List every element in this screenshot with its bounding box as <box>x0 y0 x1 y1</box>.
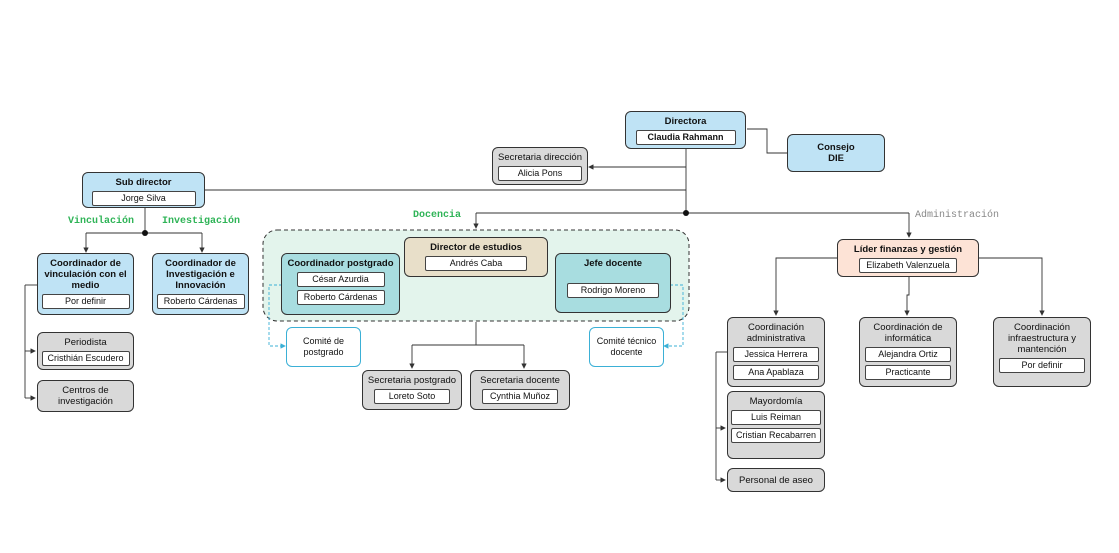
lider-finanzas-title: Líder finanzas y gestión <box>853 244 963 255</box>
node-jefe-docente[interactable]: Jefe docente Rodrigo Moreno <box>555 253 671 313</box>
jefe-docente-title: Jefe docente <box>583 258 643 269</box>
coord-investigacion-title: Coordinador de Investigación e Innovació… <box>165 258 236 291</box>
jefe-docente-name: Rodrigo Moreno <box>567 283 659 298</box>
node-coord-vinculacion[interactable]: Coordinador de vinculación con el medio … <box>37 253 134 315</box>
node-directora[interactable]: Directora Claudia Rahmann <box>625 111 746 149</box>
node-secretaria-direccion[interactable]: Secretaria dirección Alicia Pons <box>492 147 588 185</box>
coord-informatica-title: Coordinación de informática <box>873 322 943 344</box>
director-estudios-title: Director de estudios <box>430 242 522 253</box>
periodista-title: Periodista <box>64 337 107 348</box>
coord-administrativa-title: Coordinación administrativa <box>746 322 806 344</box>
node-comite-postgrado[interactable]: Comité de postgrado <box>286 327 361 367</box>
consejo-line2: DIE <box>828 153 844 164</box>
node-secretaria-postgrado[interactable]: Secretaria postgrado Loreto Soto <box>362 370 462 410</box>
node-centros-investigacion[interactable]: Centros de investigación <box>37 380 134 412</box>
coord-investigacion-name: Roberto Cárdenas <box>156 294 245 309</box>
consejo-line1: Consejo <box>817 142 855 153</box>
director-estudios-name: Andrés Caba <box>425 256 527 271</box>
node-coord-postgrado[interactable]: Coordinador postgrado César Azurdia Robe… <box>281 253 400 315</box>
node-periodista[interactable]: Periodista Cristhián Escudero <box>37 332 134 370</box>
coord-postgrado-title: Coordinador postgrado <box>287 258 394 269</box>
secretaria-postgrado-title: Secretaria postgrado <box>367 375 457 386</box>
coord-infraestructura-name: Por definir <box>999 358 1085 373</box>
node-coord-administrativa[interactable]: Coordinación administrativa Jessica Herr… <box>727 317 825 387</box>
node-director-estudios[interactable]: Director de estudios Andrés Caba <box>404 237 548 277</box>
node-lider-finanzas[interactable]: Líder finanzas y gestión Elizabeth Valen… <box>837 239 979 277</box>
mayordomia-name-1: Luis Reiman <box>731 410 821 425</box>
coord-postgrado-name-2: Roberto Cárdenas <box>296 290 385 305</box>
secretaria-direccion-title: Secretaria dirección <box>498 152 582 163</box>
secretaria-direccion-name: Alicia Pons <box>498 166 582 181</box>
node-secretaria-docente[interactable]: Secretaria docente Cynthia Muñoz <box>470 370 570 410</box>
coord-postgrado-name-1: César Azurdia <box>296 272 385 287</box>
directora-name: Claudia Rahmann <box>635 130 736 145</box>
lider-finanzas-name: Elizabeth Valenzuela <box>859 258 957 273</box>
centros-title: Centros de investigación <box>58 385 113 407</box>
sub-director-title: Sub director <box>115 177 172 188</box>
comite-postgrado-text: Comité de postgrado <box>302 336 345 357</box>
comite-tecnico-text: Comité técnico docente <box>596 336 657 357</box>
coord-vinculacion-title: Coordinador de vinculación con el medio <box>44 258 127 291</box>
mayordomia-name-2: Cristian Recabarren <box>731 428 821 443</box>
directora-title: Directora <box>664 116 707 127</box>
coord-informatica-name-1: Alejandra Ortiz <box>865 347 951 362</box>
node-consejo[interactable]: Consejo DIE <box>787 134 885 172</box>
node-sub-director[interactable]: Sub director Jorge Silva <box>82 172 205 208</box>
sub-director-name: Jorge Silva <box>91 191 196 206</box>
coord-infraestructura-title: Coordinación infraestructura y mantenció… <box>1007 322 1077 355</box>
coord-vinculacion-name: Por definir <box>41 294 130 309</box>
node-personal-aseo[interactable]: Personal de aseo <box>727 468 825 492</box>
label-docencia: Docencia <box>413 210 462 221</box>
coord-informatica-name-2: Practicante <box>865 365 951 380</box>
node-mayordomia[interactable]: Mayordomía Luis Reiman Cristian Recabarr… <box>727 391 825 459</box>
node-coord-investigacion[interactable]: Coordinador de Investigación e Innovació… <box>152 253 249 315</box>
secretaria-docente-name: Cynthia Muñoz <box>482 389 558 404</box>
label-vinculacion: Vinculación <box>68 216 135 227</box>
personal-aseo-title: Personal de aseo <box>739 474 813 486</box>
label-administracion: Administración <box>915 210 1000 221</box>
node-coord-infraestructura[interactable]: Coordinación infraestructura y mantenció… <box>993 317 1091 387</box>
node-coord-informatica[interactable]: Coordinación de informática Alejandra Or… <box>859 317 957 387</box>
node-comite-tecnico[interactable]: Comité técnico docente <box>589 327 664 367</box>
label-investigacion: Investigación <box>162 216 241 227</box>
secretaria-postgrado-name: Loreto Soto <box>374 389 450 404</box>
periodista-name: Cristhián Escudero <box>41 351 130 366</box>
coord-administrativa-name-2: Ana Apablaza <box>733 365 819 380</box>
mayordomia-title: Mayordomía <box>749 396 803 407</box>
coord-administrativa-name-1: Jessica Herrera <box>733 347 819 362</box>
secretaria-docente-title: Secretaria docente <box>480 375 560 386</box>
